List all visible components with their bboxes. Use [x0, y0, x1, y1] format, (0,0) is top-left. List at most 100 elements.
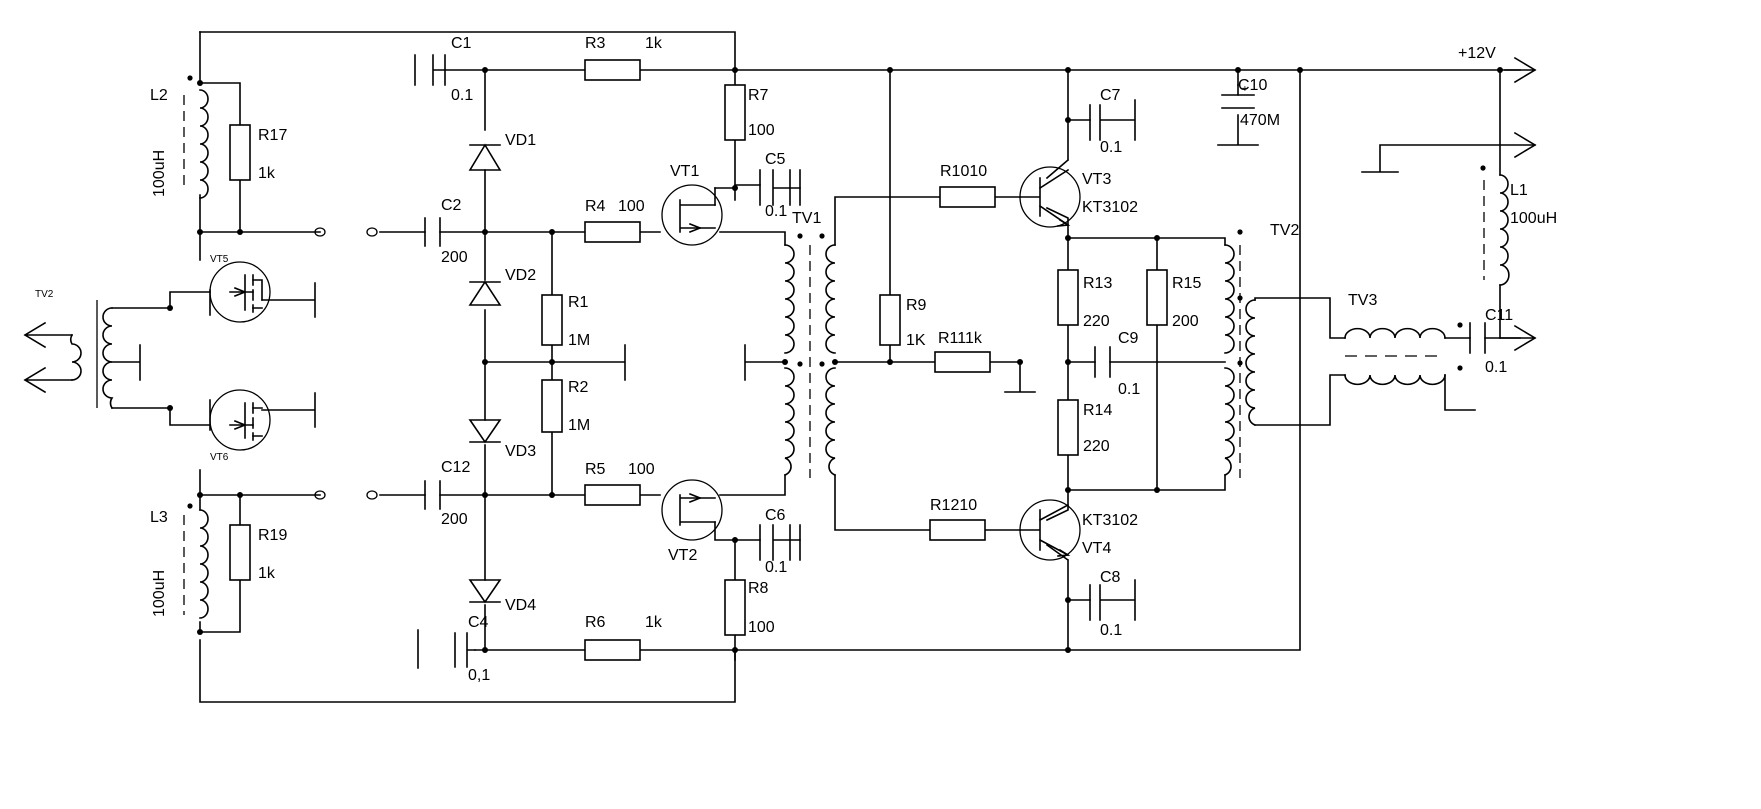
r14-label: R14: [1083, 402, 1112, 419]
r3-body: [584, 59, 641, 81]
c7-value: 0.1: [1100, 139, 1122, 156]
r4-value: 100: [618, 198, 645, 215]
c8-value: 0.1: [1100, 622, 1122, 639]
l2-label: L2: [150, 87, 168, 104]
r1-value: 1M: [568, 332, 590, 349]
vt2-label: VT2: [668, 547, 697, 564]
r3-label: R3: [585, 35, 606, 52]
r8-value: 100: [748, 619, 775, 636]
r15-body: [1146, 269, 1168, 326]
r9-label: R9: [906, 297, 927, 314]
vd2-label: VD2: [505, 267, 536, 284]
c11-value: 0.1: [1485, 359, 1507, 376]
c11-label: C11: [1485, 307, 1513, 324]
inductors: [183, 89, 1510, 619]
svg-text:+: +: [1242, 84, 1248, 95]
r10-body: [939, 186, 996, 208]
r7-value: 100: [748, 122, 775, 139]
capacitors: +: [414, 54, 1486, 669]
r19-label: R19: [258, 527, 287, 544]
c6-label: C6: [765, 507, 786, 524]
vd4-label: VD4: [505, 597, 536, 614]
connector-rings: [314, 227, 378, 500]
wiring: [111, 31, 1536, 703]
c2-label: C2: [441, 197, 462, 214]
vt6-label: VT6: [210, 452, 229, 463]
transistors: [209, 166, 1081, 561]
r13-value: 220: [1083, 313, 1110, 330]
vt4-label: VT4: [1082, 540, 1111, 557]
r12-body: [929, 519, 986, 541]
r2-value: 1M: [568, 417, 590, 434]
r2-label: R2: [568, 379, 589, 396]
vt4-type: KT3102: [1082, 512, 1138, 529]
r1-label: R1: [568, 294, 589, 311]
r15-value: 200: [1172, 313, 1199, 330]
c7-label: C7: [1100, 87, 1121, 104]
vd3-label: VD3: [505, 443, 536, 460]
c8-label: C8: [1100, 569, 1121, 586]
r11-body: [934, 351, 991, 373]
c9-label: C9: [1118, 330, 1139, 347]
vt5-label: VT5: [210, 254, 229, 265]
r7-label: R7: [748, 87, 769, 104]
r2-body: [541, 379, 563, 433]
l3-label: L3: [150, 509, 168, 526]
r19-body: [229, 524, 251, 581]
c9-value: 0.1: [1118, 381, 1140, 398]
l1-value: 100uH: [1510, 210, 1557, 227]
junction-dots: [167, 67, 1503, 653]
r9-value: 1K: [906, 332, 926, 349]
r17-value: 1k: [258, 165, 276, 182]
r6-label: R6: [585, 614, 606, 631]
tv3-label: TV3: [1348, 292, 1377, 309]
vt3-type: KT3102: [1082, 199, 1138, 216]
r7-body: [724, 84, 746, 141]
c12-label: C12: [441, 459, 470, 476]
r6-value: 1k: [645, 614, 663, 631]
c4-label: C4: [468, 614, 489, 631]
c1-label: C1: [451, 35, 472, 52]
diodes: [468, 143, 502, 604]
signal-arrows: [23, 56, 1537, 394]
r5-body: [584, 484, 641, 506]
r13-body: [1057, 269, 1079, 326]
tv2-input-label: TV2: [35, 289, 54, 300]
r15-label: R15: [1172, 275, 1201, 292]
l3-value: 100uH: [151, 570, 168, 617]
c1-value: 0.1: [451, 87, 473, 104]
r1-body: [541, 294, 563, 346]
r5-label: R5: [585, 461, 606, 478]
transformers: [70, 244, 1446, 478]
l1-label: L1: [1510, 182, 1528, 199]
c10-value: 470M: [1240, 112, 1280, 129]
r17-label: R17: [258, 127, 287, 144]
r11-label: R111k: [938, 330, 983, 347]
r4-body: [584, 221, 641, 243]
c5-value: 0.1: [765, 203, 787, 220]
r14-value: 220: [1083, 438, 1110, 455]
c12-value: 200: [441, 511, 468, 528]
c5-label: C5: [765, 151, 786, 168]
vd1-label: VD1: [505, 132, 536, 149]
r6-body: [584, 639, 641, 661]
r10-label: R1010: [940, 163, 987, 180]
r3-value: 1k: [645, 35, 663, 52]
r17-body: [229, 124, 251, 181]
vt3-label: VT3: [1082, 171, 1111, 188]
r4-label: R4: [585, 198, 606, 215]
r14-body: [1057, 399, 1079, 456]
r8-label: R8: [748, 580, 769, 597]
r19-value: 1k: [258, 565, 276, 582]
c4-value: 0,1: [468, 667, 490, 684]
labels: +12V C1 0.1 R3 1k R7 100 C5 0.1 VT1 VD1 …: [35, 35, 1557, 684]
r9-body: [879, 294, 901, 346]
tv2-label: TV2: [1270, 222, 1299, 239]
l2-value: 100uH: [151, 150, 168, 197]
resistors: [229, 59, 1168, 661]
c10-label: C10: [1238, 77, 1267, 94]
r5-value: 100: [628, 461, 655, 478]
r13-label: R13: [1083, 275, 1112, 292]
tv1-label: TV1: [792, 210, 821, 227]
